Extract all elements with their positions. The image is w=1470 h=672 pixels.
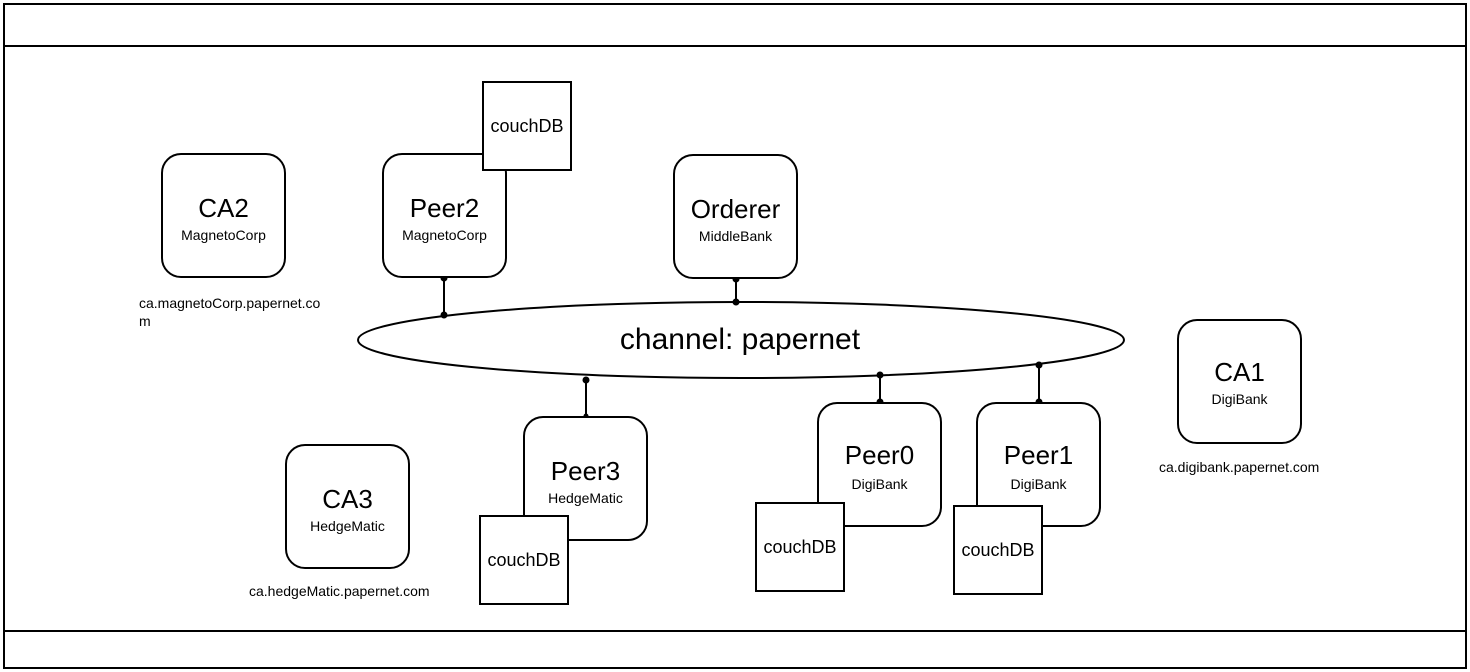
peer2-couchdb[interactable]: couchDB — [482, 81, 572, 171]
channel-ellipse — [357, 301, 1125, 379]
ca1-org: DigiBank — [1211, 391, 1268, 407]
peer1-org: DigiBank — [1010, 476, 1067, 492]
diagram-frame — [3, 3, 1467, 669]
peer3-org: HedgeMatic — [548, 490, 623, 506]
peer1-title: Peer1 — [1003, 440, 1074, 470]
ca3-caption: ca.hedgeMatic.papernet.com — [249, 583, 430, 599]
peer2-link-dot-bottom — [440, 311, 448, 319]
peer3-couchdb[interactable]: couchDB — [479, 515, 569, 605]
ca3-title: CA3 — [322, 484, 373, 514]
ca2-caption-line1: ca.magnetoCorp.papernet.co — [139, 295, 321, 311]
peer2-node[interactable]: Peer2 MagnetoCorp — [382, 153, 507, 278]
ca1-title: CA1 — [1214, 357, 1265, 387]
peer0-link-dot-top — [876, 371, 884, 379]
peer3-link-dot-top — [582, 376, 590, 384]
peer0-org: DigiBank — [851, 476, 908, 492]
ca2-node[interactable]: CA2 MagnetoCorp — [161, 153, 286, 278]
peer0-couchdb[interactable]: couchDB — [755, 502, 845, 592]
orderer-org: MiddleBank — [698, 228, 773, 244]
orderer-title: Orderer — [690, 194, 781, 224]
peer2-title: Peer2 — [409, 193, 480, 223]
peer3-title: Peer3 — [550, 456, 621, 486]
ca1-node[interactable]: CA1 DigiBank — [1177, 319, 1302, 444]
ca3-org: HedgeMatic — [310, 518, 385, 534]
peer2-org: MagnetoCorp — [402, 227, 487, 243]
ca2-org: MagnetoCorp — [181, 227, 266, 243]
footer-divider — [3, 630, 1467, 632]
ca2-caption-line2: m — [139, 313, 151, 329]
ca3-node[interactable]: CA3 HedgeMatic — [285, 444, 410, 569]
header-divider — [3, 45, 1467, 47]
peer1-link-dot-top — [1035, 361, 1043, 369]
orderer-node[interactable]: Orderer MiddleBank — [673, 154, 798, 279]
channel-label: channel: papernet — [619, 323, 861, 356]
ca2-title: CA2 — [198, 193, 249, 223]
ca1-caption: ca.digibank.papernet.com — [1159, 459, 1320, 475]
peer1-couchdb[interactable]: couchDB — [953, 505, 1043, 595]
peer0-title: Peer0 — [844, 440, 915, 470]
orderer-link-dot-bottom — [732, 298, 740, 306]
